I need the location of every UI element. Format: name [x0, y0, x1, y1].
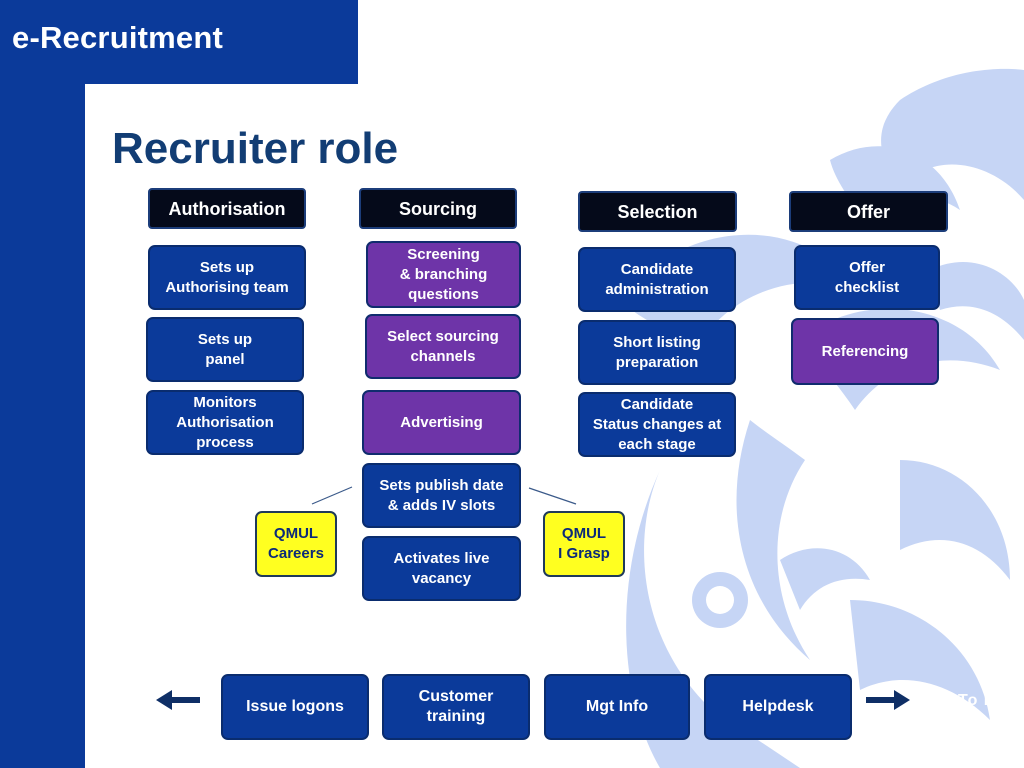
- selection-item-status-changes[interactable]: Candidate Status changes at each stage: [578, 392, 736, 457]
- sourcing-item-select-channels[interactable]: Select sourcing channels: [365, 314, 521, 379]
- system-qmul-careers[interactable]: QMUL Careers: [255, 511, 337, 577]
- system-qmul-igrasp[interactable]: QMUL I Grasp: [543, 511, 625, 577]
- column-header-authorisation: Authorisation: [148, 188, 306, 229]
- selection-item-short-listing[interactable]: Short listing preparation: [578, 320, 736, 385]
- sourcing-item-activate-vacancy[interactable]: Activates live vacancy: [362, 536, 521, 601]
- offer-item-referencing[interactable]: Referencing: [791, 318, 939, 385]
- previous-arrow-icon[interactable]: [156, 686, 200, 714]
- page-title: Recruiter role: [112, 124, 399, 173]
- bottom-item-helpdesk[interactable]: Helpdesk: [704, 674, 852, 740]
- bottom-item-issue-logons[interactable]: Issue logons: [221, 674, 369, 740]
- header-band: [0, 0, 358, 84]
- bottom-item-customer-training[interactable]: Customer training: [382, 674, 530, 740]
- authorisation-item-monitor-process[interactable]: Monitors Authorisation process: [146, 390, 304, 455]
- column-header-selection: Selection: [578, 191, 737, 232]
- app-title: e-Recruitment: [12, 20, 224, 55]
- sourcing-item-publish-date[interactable]: Sets publish date & adds IV slots: [362, 463, 521, 528]
- sourcing-item-advertising[interactable]: Advertising: [362, 390, 521, 455]
- content-corner: [85, 84, 358, 204]
- column-header-offer: Offer: [789, 191, 948, 232]
- connector-careers: [311, 486, 353, 505]
- bottom-item-mgt-info[interactable]: Mgt Info: [544, 674, 690, 740]
- offer-item-checklist[interactable]: Offer checklist: [794, 245, 940, 310]
- connector-igrasp: [528, 487, 577, 505]
- selection-item-candidate-admin[interactable]: Candidate administration: [578, 247, 736, 312]
- next-arrow-icon[interactable]: [866, 686, 910, 714]
- sidebar-band: [0, 0, 85, 768]
- column-header-sourcing: Sourcing: [359, 188, 517, 229]
- authorisation-item-panel[interactable]: Sets up panel: [146, 317, 304, 382]
- sourcing-item-screening-questions[interactable]: Screening & branching questions: [366, 241, 521, 308]
- footer-status-text: To be: [958, 692, 1005, 709]
- authorisation-item-authorising-team[interactable]: Sets up Authorising team: [148, 245, 306, 310]
